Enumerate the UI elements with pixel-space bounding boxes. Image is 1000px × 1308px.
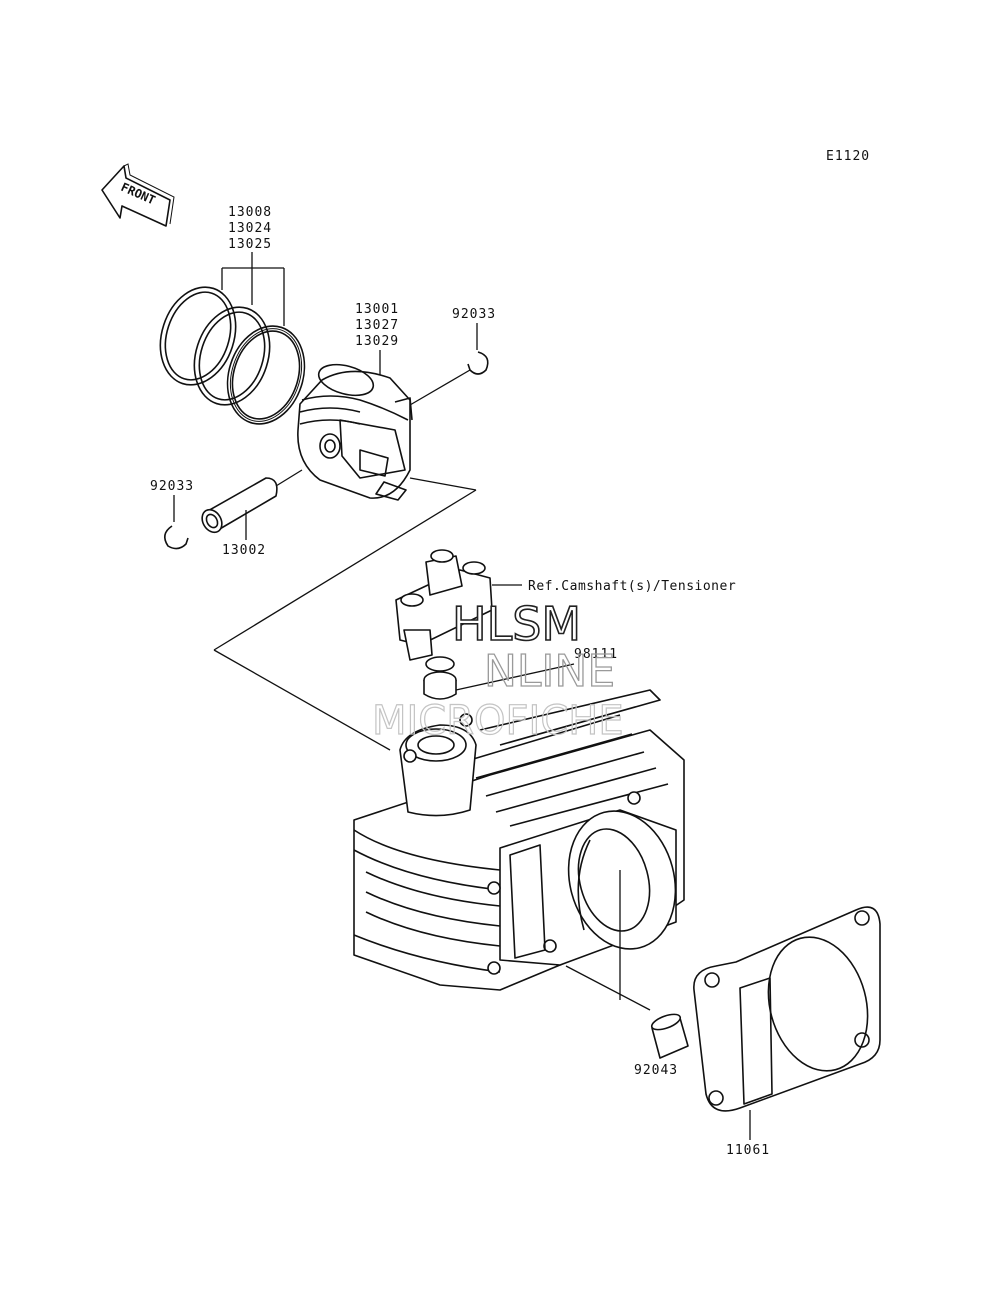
part-label-piston-1[interactable]: 13001 bbox=[355, 302, 399, 317]
part-label-rings-1[interactable]: 13008 bbox=[228, 205, 272, 220]
part-label-pin[interactable]: 13002 bbox=[222, 543, 266, 558]
part-label-rings-3[interactable]: 13025 bbox=[228, 237, 272, 252]
part-label-oring[interactable]: 98111 bbox=[574, 647, 618, 662]
oring-leader-line bbox=[455, 663, 575, 691]
dowel-leader-lines bbox=[565, 870, 651, 1011]
head-gasket[interactable] bbox=[693, 906, 882, 1112]
dowel-pin[interactable] bbox=[650, 1011, 689, 1059]
tensioner-assembly[interactable] bbox=[395, 549, 493, 661]
assembly-lines bbox=[213, 477, 477, 751]
part-label-clip-left[interactable]: 92033 bbox=[150, 479, 194, 494]
part-label-piston-2[interactable]: 13027 bbox=[355, 318, 399, 333]
piston-ring-1[interactable] bbox=[148, 277, 247, 394]
clip-left[interactable] bbox=[164, 525, 189, 550]
watermark-line-1: HLSM bbox=[452, 597, 581, 651]
piston-ring-2[interactable] bbox=[182, 297, 281, 414]
part-label-piston-3[interactable]: 13029 bbox=[355, 334, 399, 349]
o-ring[interactable] bbox=[423, 656, 457, 700]
pin-axis-line bbox=[275, 469, 303, 487]
cylinder-block[interactable] bbox=[353, 689, 690, 991]
diagram-code: E1120 bbox=[826, 149, 870, 164]
part-label-dowel[interactable]: 92043 bbox=[634, 1063, 678, 1078]
clip-right-axis-line bbox=[409, 369, 471, 406]
part-label-gasket[interactable]: 11061 bbox=[726, 1143, 770, 1158]
piston[interactable] bbox=[297, 359, 413, 501]
piston-ring-3[interactable] bbox=[215, 316, 316, 434]
front-arrow-icon: FRONT bbox=[101, 163, 175, 227]
watermark-line-2: NLINE bbox=[484, 646, 615, 697]
reference-label[interactable]: Ref.Camshaft(s)/Tensioner bbox=[528, 579, 736, 594]
watermark-line-3: MICROFICHE bbox=[372, 698, 624, 744]
piston-pin[interactable] bbox=[198, 477, 278, 536]
part-label-rings-2[interactable]: 13024 bbox=[228, 221, 272, 236]
part-label-clip-right[interactable]: 92033 bbox=[452, 307, 496, 322]
rings-leader-lines bbox=[221, 252, 285, 326]
clip-right[interactable] bbox=[467, 351, 489, 375]
